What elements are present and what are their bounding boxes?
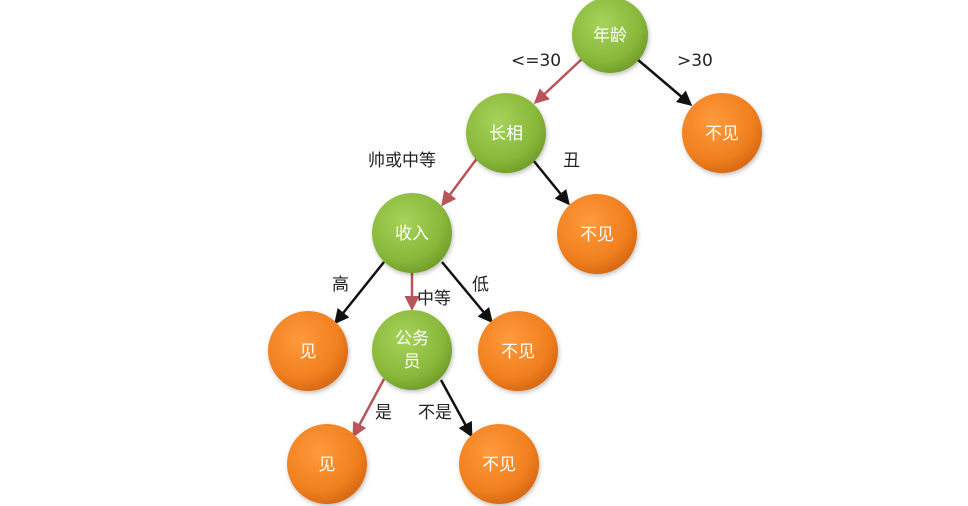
edge-looks-good	[441, 156, 480, 207]
edge-label-income-low: 低	[472, 275, 489, 295]
edges	[334, 57, 693, 438]
node-label-civil-servant-line2: 员	[404, 352, 421, 372]
node-label-income: 收入	[395, 224, 429, 244]
edge-label-looks-good: 帅或中等	[368, 151, 436, 171]
edge-age-gt30	[636, 58, 693, 106]
node-age: 年龄	[572, 0, 648, 73]
node-label-looks: 长相	[489, 124, 523, 144]
node-label-yes-civil: 见	[319, 455, 336, 475]
edge-civil-yes	[352, 378, 386, 438]
edge-label-age-gt30: >30	[677, 51, 713, 71]
node-no-civil: 不见	[459, 424, 539, 504]
edge-label-age-le30: <=30	[511, 51, 561, 71]
edge-label-civil-no: 不是	[418, 403, 452, 423]
edge-civil-no	[439, 379, 473, 438]
node-no-age: 不见	[682, 93, 762, 173]
edge-label-civil-yes: 是	[375, 403, 392, 423]
node-label-no-looks: 不见	[580, 225, 614, 245]
edge-income-low	[441, 261, 493, 324]
node-no-low: 不见	[478, 311, 558, 391]
node-label-no-low: 不见	[501, 342, 535, 362]
node-label-yes-high: 见	[300, 342, 317, 362]
node-no-looks: 不见	[557, 194, 637, 274]
edge-looks-ugly	[532, 159, 570, 206]
edge-label-looks-ugly: 丑	[563, 151, 580, 171]
edge-label-income-high: 高	[332, 275, 349, 295]
node-yes-civil: 见	[287, 424, 367, 504]
edge-age-le30	[533, 57, 584, 105]
node-income: 收入	[372, 193, 452, 273]
node-yes-high: 见	[268, 311, 348, 391]
edge-label-income-mid: 中等	[417, 289, 451, 309]
node-civil-servant: 公务 员	[372, 310, 452, 390]
edge-income-high	[334, 261, 385, 325]
node-label-civil-servant-line1: 公务	[395, 329, 429, 349]
node-label-age: 年龄	[593, 26, 627, 46]
nodes: 年龄 长相 不见 收入 不见	[268, 0, 762, 504]
node-looks: 长相	[466, 93, 546, 173]
node-label-no-civil: 不见	[482, 455, 516, 475]
node-label-no-age: 不见	[705, 124, 739, 144]
edge-labels: <=30 >30 帅或中等 丑 高 中等 低 是 不是	[332, 51, 713, 423]
